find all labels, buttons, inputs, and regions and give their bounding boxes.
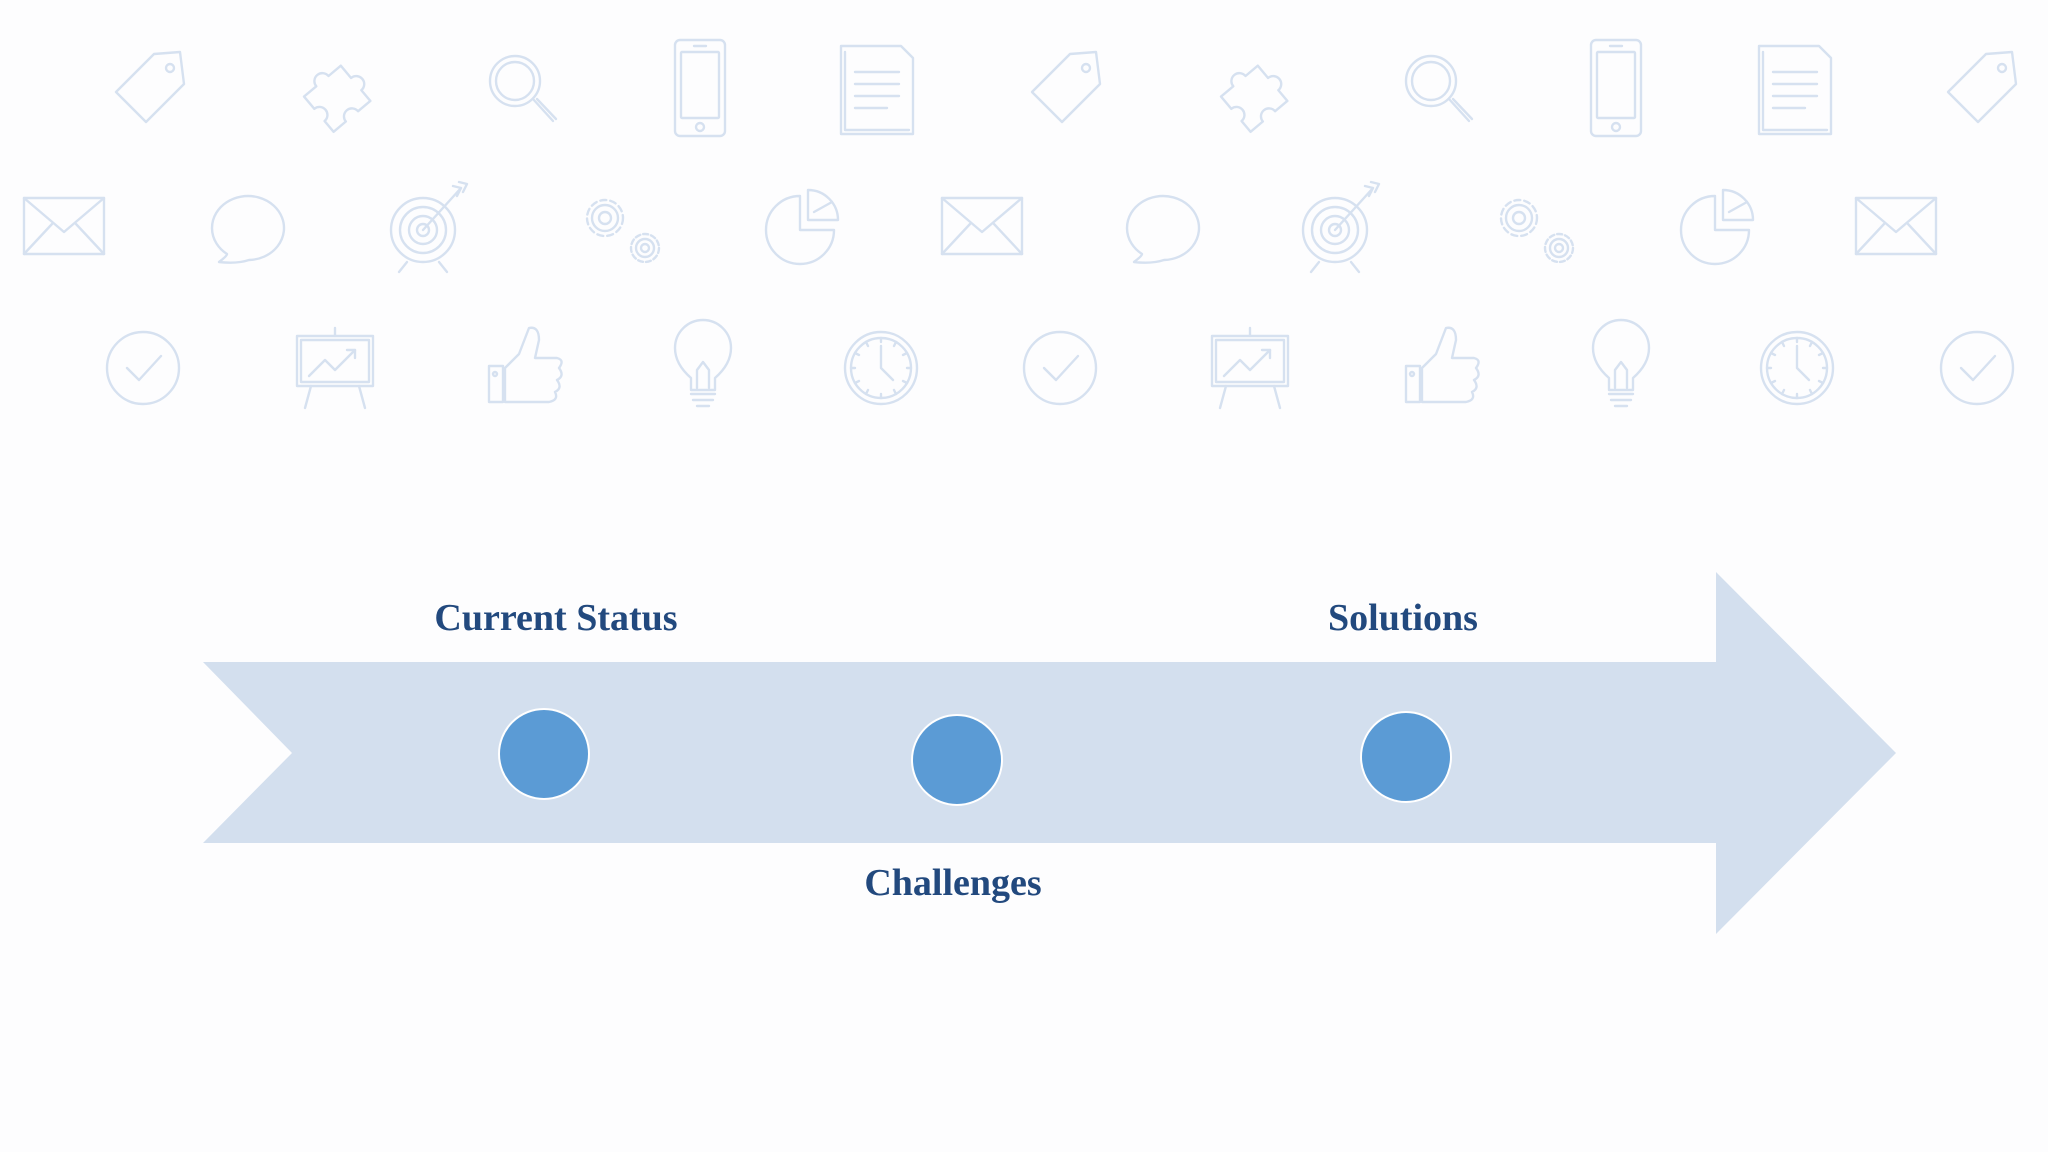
presentation-icon: [1210, 326, 1290, 410]
tag-icon: [1030, 50, 1102, 124]
clock-icon: [1759, 330, 1835, 406]
search-icon: [1404, 54, 1474, 123]
target-icon: [1301, 180, 1381, 274]
tag-icon: [114, 50, 186, 124]
check-circle-icon: [1022, 330, 1098, 406]
pie-chart-icon: [764, 188, 840, 266]
chat-icon: [210, 194, 286, 264]
search-icon: [488, 54, 558, 123]
lightbulb-icon: [673, 318, 733, 408]
lightbulb-icon: [1591, 318, 1651, 408]
clock-icon: [843, 330, 919, 406]
stage-marker-challenges: [911, 714, 1003, 806]
stage-marker-solutions: [1360, 711, 1452, 803]
thumbs-up-icon: [487, 326, 563, 404]
stage-label-challenges: Challenges: [864, 862, 1042, 904]
phone-icon: [673, 38, 727, 138]
tag-icon: [1946, 50, 2018, 124]
target-icon: [389, 180, 469, 274]
timeline-arrow: [203, 572, 1896, 934]
presentation-icon: [295, 326, 375, 410]
mail-icon: [22, 196, 106, 256]
thumbs-up-icon: [1404, 326, 1480, 404]
phone-icon: [1589, 38, 1643, 138]
puzzle-icon: [1219, 64, 1289, 133]
stage-label-current-status: Current Status: [434, 597, 678, 639]
stage-label-solutions: Solutions: [1328, 597, 1478, 639]
pie-chart-icon: [1679, 188, 1755, 266]
mail-icon: [940, 196, 1024, 256]
mail-icon: [1854, 196, 1938, 256]
document-icon: [839, 44, 915, 136]
gears-icon: [1499, 198, 1575, 264]
gears-icon: [585, 198, 661, 264]
check-circle-icon: [105, 330, 181, 406]
puzzle-icon: [302, 64, 372, 133]
document-icon: [1757, 44, 1833, 136]
stage-marker-current-status: [498, 708, 590, 800]
check-circle-icon: [1939, 330, 2015, 406]
chat-icon: [1125, 194, 1201, 264]
